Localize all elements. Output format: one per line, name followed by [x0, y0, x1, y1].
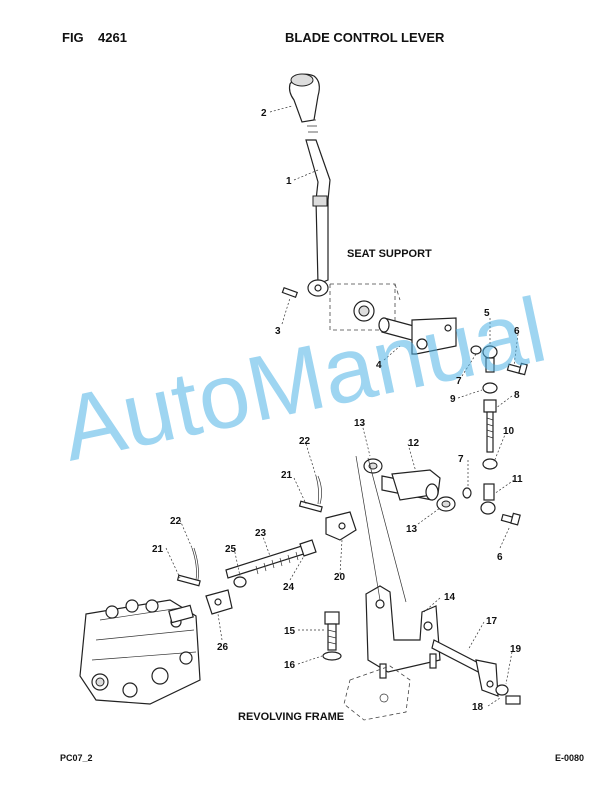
bracket-14 [365, 585, 441, 679]
control-lever [305, 119, 331, 297]
bushing-13-lower [436, 496, 456, 512]
callout-7-lower: 7 [458, 454, 464, 465]
callout-16: 16 [284, 660, 296, 671]
callout-6-lower: 6 [497, 552, 503, 563]
fig-label: FIG [62, 30, 84, 45]
callout-23: 23 [255, 528, 267, 539]
callout-20: 20 [334, 572, 346, 583]
rod-8 [482, 382, 498, 470]
area-label-seat-support: SEAT SUPPORT [347, 248, 432, 260]
callout-6: 6 [514, 326, 520, 337]
footer-right: E-0080 [554, 753, 584, 763]
callout-18: 18 [472, 702, 484, 713]
callout-4: 4 [376, 360, 382, 371]
callout-21-left: 21 [152, 544, 164, 555]
callout-24: 24 [283, 582, 295, 593]
clevis-26 [176, 547, 233, 615]
seat-support-frame [329, 283, 401, 331]
clevis-20 [298, 475, 357, 541]
pin-3 [281, 286, 299, 298]
callout-14: 14 [444, 592, 456, 603]
revolving-frame [343, 665, 411, 721]
bolt-18 [495, 684, 521, 705]
callout-10: 10 [503, 426, 515, 437]
shaft-12 [381, 469, 441, 501]
callout-12: 12 [408, 438, 420, 449]
footer-left: PC07_2 [60, 753, 93, 763]
washer-7-lower [462, 487, 472, 499]
callout-21: 21 [281, 470, 293, 481]
page-title: BLADE CONTROL LEVER [285, 30, 445, 45]
lever-17 [431, 639, 499, 697]
callout-17: 17 [486, 616, 498, 627]
ball-joint-lower [480, 483, 521, 526]
rod-23 [225, 539, 317, 588]
callout-3: 3 [275, 326, 281, 337]
callout-9: 9 [450, 394, 456, 405]
callout-1: 1 [286, 176, 292, 187]
callout-2: 2 [261, 108, 267, 119]
callout-26: 26 [217, 642, 229, 653]
bolt-15 [322, 611, 342, 661]
shaft-4 [378, 317, 457, 355]
control-valve [79, 599, 201, 705]
area-label-revolving-frame: REVOLVING FRAME [238, 711, 344, 723]
callout-25: 25 [225, 544, 237, 555]
leader-lines [165, 105, 519, 707]
callout-22-left: 22 [170, 516, 182, 527]
callout-22: 22 [299, 436, 311, 447]
callout-11: 11 [512, 474, 523, 485]
fig-number: 4261 [98, 30, 127, 45]
watermark: AutoManual [53, 279, 554, 481]
callout-15: 15 [284, 626, 296, 637]
callout-7: 7 [456, 376, 462, 387]
lever-knob [288, 73, 320, 123]
ball-joint-upper [470, 345, 528, 376]
callout-5: 5 [484, 308, 490, 319]
callout-13-lower: 13 [406, 524, 418, 535]
bushing-13-upper [363, 458, 383, 474]
callout-8: 8 [514, 390, 520, 401]
callout-19: 19 [510, 644, 522, 655]
callout-13: 13 [354, 418, 366, 429]
